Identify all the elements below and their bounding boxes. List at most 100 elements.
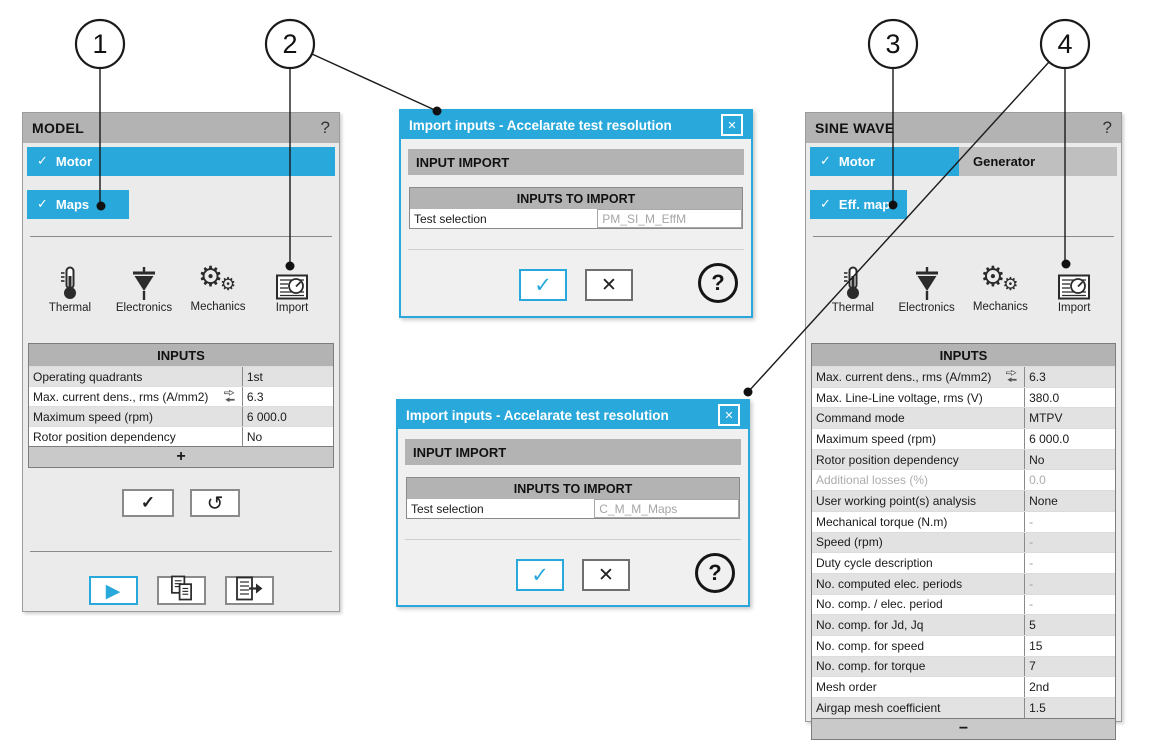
tool-label: Electronics — [898, 302, 955, 314]
tool-import[interactable]: Import — [1037, 263, 1111, 314]
table-row[interactable]: Rotor position dependency No — [812, 448, 1115, 470]
tool-label: Mechanics — [972, 301, 1028, 313]
table-row[interactable]: Mesh order 2nd — [812, 676, 1115, 697]
input-value[interactable]: No — [241, 427, 333, 446]
table-row[interactable]: No. comp. for speed 15 — [812, 634, 1115, 656]
table-header: INPUTS — [812, 344, 1115, 366]
input-value[interactable]: 380.0 — [1024, 387, 1115, 408]
input-label: Test selection — [411, 501, 484, 516]
input-label: Test selection — [414, 211, 487, 226]
close-icon[interactable]: ✕ — [718, 404, 740, 426]
panel-title: SINE WAVE — [815, 120, 895, 136]
tab-generator[interactable]: Generator — [959, 147, 1117, 176]
tool-label: Thermal — [48, 302, 92, 314]
divider — [30, 551, 332, 552]
help-icon[interactable]: ? — [1102, 118, 1112, 137]
tool-thermal[interactable]: Thermal — [816, 263, 890, 314]
table-row[interactable]: Mechanical torque (N.m) - — [812, 510, 1115, 532]
input-value[interactable]: 6.3 — [1024, 367, 1115, 387]
dialog-table-header: INPUTS TO IMPORT — [410, 188, 742, 209]
input-value[interactable]: 1.5 — [1024, 698, 1115, 718]
export-button[interactable] — [224, 576, 274, 605]
table-row[interactable]: No. comp. / elec. period - — [812, 593, 1115, 615]
input-value[interactable]: - — [1024, 553, 1115, 573]
undo-icon[interactable]: ↺ — [190, 489, 240, 517]
import-dialog-1: Import inputs - Accelarate test resoluti… — [399, 109, 753, 318]
cancel-button[interactable]: ✕ — [585, 269, 633, 301]
input-value[interactable]: - — [1024, 594, 1115, 615]
tab-eff-map[interactable]: ✓ Eff. map — [810, 190, 907, 219]
input-value[interactable]: None — [1024, 491, 1115, 511]
table-row[interactable]: Maximum speed (rpm) 6 000.0 — [29, 406, 333, 426]
table-row[interactable]: Maximum speed (rpm) 6 000.0 — [812, 428, 1115, 449]
expand-rows-button[interactable]: + — [29, 446, 333, 467]
input-value[interactable]: 6 000.0 — [1024, 429, 1115, 449]
table-row[interactable]: Airgap mesh coefficient 1.5 — [812, 697, 1115, 718]
help-circle-icon[interactable]: ? — [698, 263, 738, 303]
input-label: Max. Line-Line voltage, rms (V) — [816, 390, 983, 405]
tool-electronics[interactable]: Electronics — [890, 263, 964, 314]
table-row[interactable]: No. comp. for Jd, Jq 5 — [812, 614, 1115, 635]
input-value[interactable]: No — [1024, 449, 1115, 470]
input-label: No. comp. for torque — [816, 659, 926, 674]
model-bottom-actions: ▶ — [23, 575, 339, 605]
input-value[interactable]: MTPV — [1024, 408, 1115, 429]
table-row[interactable]: No. comp. for torque 7 — [812, 655, 1115, 677]
dialog-buttons: ✓ ✕ — [401, 269, 751, 301]
validate-button[interactable]: ✓ — [122, 489, 174, 517]
input-value[interactable]: - — [1024, 573, 1115, 594]
input-value[interactable]: 1st — [241, 367, 333, 386]
table-row[interactable]: No. computed elec. periods - — [812, 572, 1115, 594]
input-value[interactable]: 15 — [1024, 635, 1115, 656]
tool-electronics[interactable]: Electronics — [107, 263, 181, 314]
input-value[interactable]: 7 — [1024, 656, 1115, 677]
input-value[interactable]: 5 — [1024, 615, 1115, 635]
table-row[interactable]: Rotor position dependency No — [29, 426, 333, 446]
tools-row: Thermal Electronics ⚙ ⚙ Mechanics Impo — [816, 260, 1111, 314]
help-icon[interactable]: ? — [320, 118, 330, 137]
table-row[interactable]: Max. Line-Line voltage, rms (V) 380.0 — [812, 386, 1115, 408]
callout-number-3: 3 — [885, 29, 900, 59]
tool-mechanics[interactable]: ⚙ ⚙ Mechanics — [181, 260, 255, 314]
sine-inputs-table: INPUTS Max. current dens., rms (A/mm2) 6… — [811, 343, 1116, 740]
table-row[interactable]: Speed (rpm) - — [812, 531, 1115, 553]
dialog-buttons: ✓ ✕ — [398, 559, 748, 591]
close-icon[interactable]: ✕ — [721, 114, 743, 136]
tool-thermal[interactable]: Thermal — [33, 263, 107, 314]
swap-icon[interactable] — [1004, 370, 1020, 383]
input-value[interactable]: - — [1024, 511, 1115, 532]
collapse-rows-button[interactable]: − — [812, 717, 1115, 739]
test-selection-field[interactable]: C_M_M_Maps — [594, 499, 739, 518]
table-row[interactable]: Command mode MTPV — [812, 407, 1115, 429]
swap-icon[interactable] — [222, 390, 238, 403]
tool-mechanics[interactable]: ⚙ ⚙ Mechanics — [964, 260, 1038, 314]
run-button[interactable]: ▶ — [88, 576, 138, 605]
tab-motor[interactable]: ✓ Motor — [810, 147, 959, 176]
table-row[interactable]: User working point(s) analysis None — [812, 490, 1115, 511]
test-selection-field[interactable]: PM_SI_M_EffM — [597, 209, 742, 228]
input-label: Max. current dens., rms (A/mm2) — [812, 367, 1024, 387]
ok-button[interactable]: ✓ — [519, 269, 567, 301]
table-row[interactable]: Max. current dens., rms (A/mm2) 6.3 — [29, 386, 333, 406]
tool-import[interactable]: Import — [255, 263, 329, 314]
tab-maps[interactable]: ✓ Maps — [27, 190, 129, 219]
callout-circle-2 — [264, 18, 316, 70]
dialog-section-header: INPUT IMPORT — [405, 439, 741, 465]
input-value[interactable]: - — [1024, 532, 1115, 553]
input-label: Operating quadrants — [33, 369, 143, 384]
ok-button[interactable]: ✓ — [516, 559, 564, 591]
input-value[interactable]: 6.3 — [241, 387, 333, 406]
help-circle-icon[interactable]: ? — [695, 553, 735, 593]
input-value[interactable]: 6 000.0 — [241, 407, 333, 426]
input-value: 0.0 — [1024, 470, 1115, 491]
cancel-button[interactable]: ✕ — [582, 559, 630, 591]
table-row[interactable]: Duty cycle description - — [812, 552, 1115, 573]
copy-report-button[interactable] — [156, 575, 206, 605]
tool-label: Import — [275, 302, 309, 314]
tab-motor[interactable]: ✓ Motor — [27, 147, 335, 176]
dialog-titlebar[interactable]: Import inputs - Accelarate test resoluti… — [401, 111, 751, 139]
table-row[interactable]: Max. current dens., rms (A/mm2) 6.3 — [812, 366, 1115, 387]
dialog-titlebar[interactable]: Import inputs - Accelarate test resoluti… — [398, 401, 748, 429]
table-row[interactable]: Operating quadrants 1st — [29, 366, 333, 386]
input-value[interactable]: 2nd — [1024, 677, 1115, 697]
